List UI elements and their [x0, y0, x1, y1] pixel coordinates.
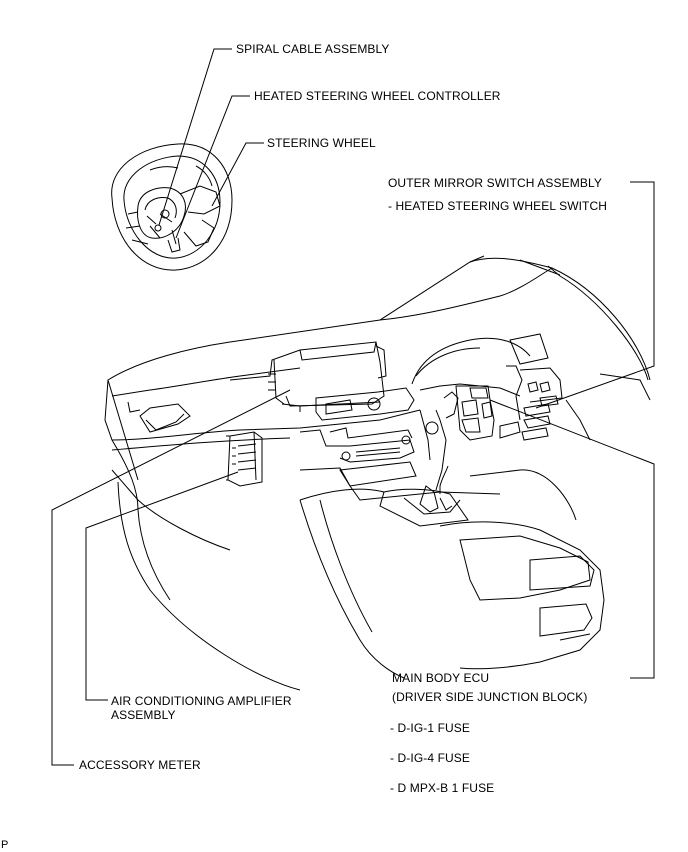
label-accessory-meter: ACCESSORY METER: [79, 758, 201, 772]
dashboard-illustration: [104, 255, 651, 691]
label-outer-mirror-switch-assembly: OUTER MIRROR SWITCH ASSEMBLY: [388, 176, 602, 190]
label-heated-steering-wheel-controller: HEATED STEERING WHEEL CONTROLLER: [254, 89, 501, 103]
leader-lines: [51, 48, 655, 766]
label-d-ig-4-fuse: - D-IG-4 FUSE: [390, 751, 470, 765]
label-d-ig-1-fuse: - D-IG-1 FUSE: [390, 721, 470, 735]
label-air-conditioning-amplifier-assembly: ASSEMBLY: [111, 708, 176, 722]
label-d-mpx-b-1-fuse: - D MPX-B 1 FUSE: [390, 781, 495, 795]
label-spiral-cable-assembly: SPIRAL CABLE ASSEMBLY: [236, 42, 390, 56]
corner-mark: P: [1, 839, 9, 851]
label-heated-steering-wheel-switch: - HEATED STEERING WHEEL SWITCH: [388, 199, 608, 213]
steering-wheel-illustration: [111, 143, 233, 271]
label-main-body-ecu: MAIN BODY ECU: [392, 671, 490, 685]
label-steering-wheel: STEERING WHEEL: [267, 136, 376, 150]
label-air-conditioning-amplifier: AIR CONDITIONING AMPLIFIER: [111, 694, 292, 708]
label-driver-side-junction-block: (DRIVER SIDE JUNCTION BLOCK): [392, 690, 588, 704]
